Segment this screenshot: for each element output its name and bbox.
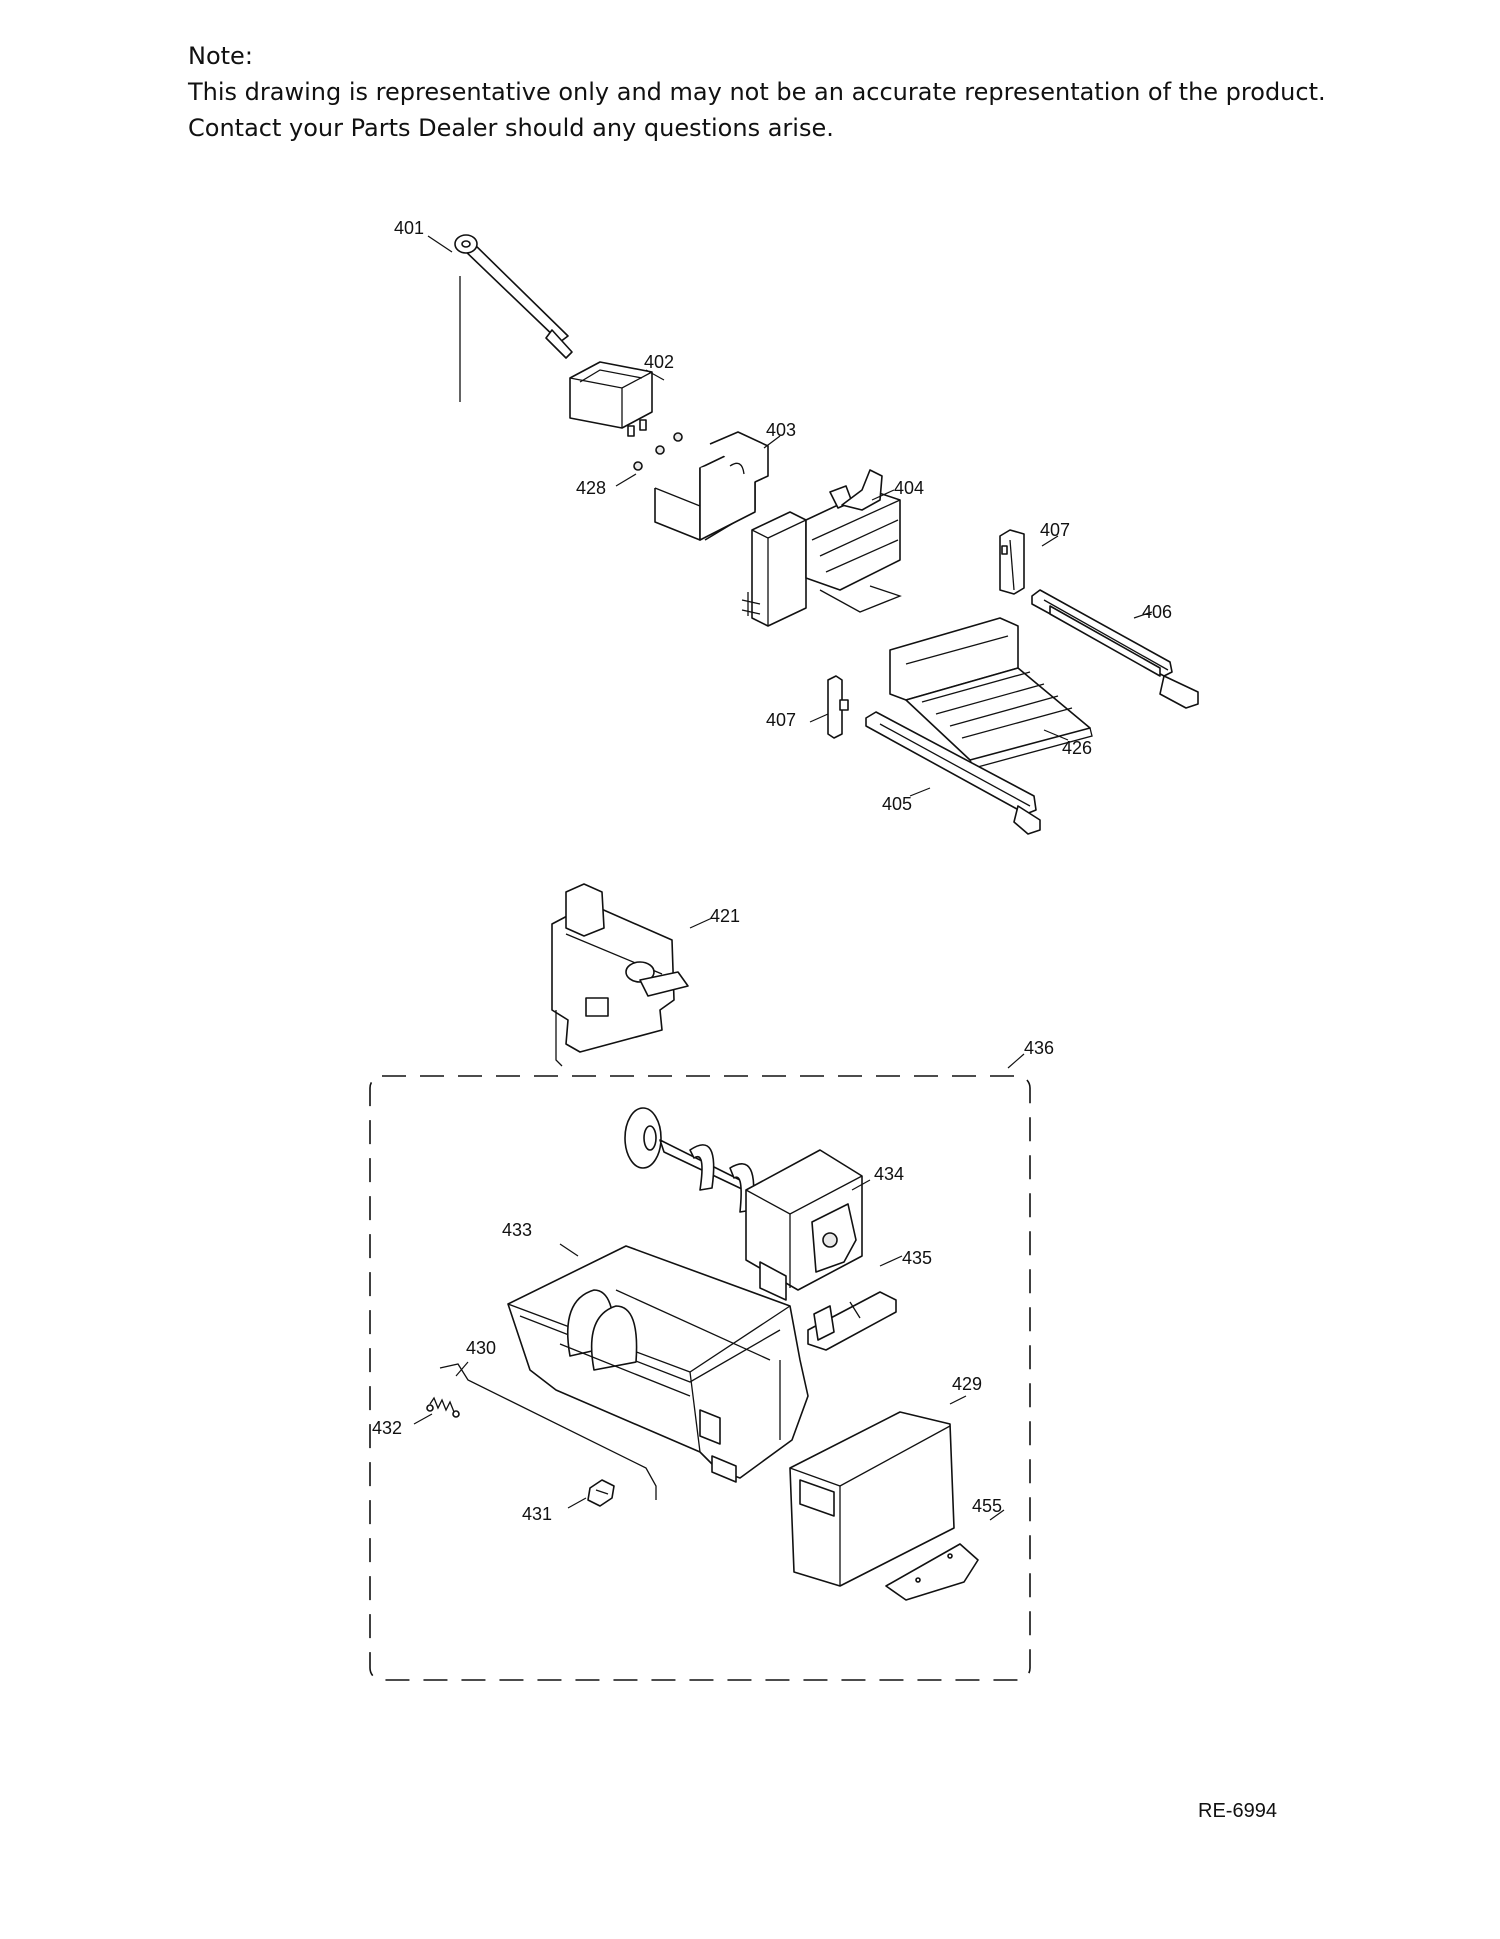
part-407-clip-lower — [827, 675, 849, 739]
callout-407-upper: 407 — [1040, 520, 1070, 540]
part-405-rail — [865, 711, 1041, 835]
part-403-bracket — [654, 431, 769, 541]
callout-404: 404 — [894, 478, 924, 498]
part-401-fill-tube — [454, 234, 573, 402]
part-432-spring — [426, 1396, 460, 1418]
note-heading: Note: — [188, 42, 253, 70]
note-line-1: This drawing is representative only and … — [188, 78, 1326, 106]
part-434-auger-housing — [624, 1107, 863, 1301]
part-406-rail — [1031, 589, 1199, 709]
callout-432: 432 — [372, 1418, 402, 1438]
callout-435: 435 — [902, 1248, 932, 1268]
callout-403: 403 — [766, 420, 796, 440]
callout-430: 430 — [466, 1338, 496, 1358]
part-402-fill-cup — [569, 361, 653, 437]
callout-421: 421 — [710, 906, 740, 926]
callout-434: 434 — [874, 1164, 904, 1184]
part-435-bracket — [807, 1291, 897, 1351]
part-426-shelf — [889, 617, 1093, 769]
part-428-nuts — [633, 432, 683, 471]
part-455-plate — [885, 1543, 979, 1601]
callout-407-lower: 407 — [766, 710, 796, 730]
callout-455: 455 — [972, 1496, 1002, 1516]
note-line-2: Contact your Parts Dealer should any que… — [188, 114, 834, 142]
callout-405: 405 — [882, 794, 912, 814]
part-407-clip-upper — [999, 529, 1025, 595]
assembly-436-boundary — [369, 1075, 1031, 1681]
callout-426: 426 — [1062, 738, 1092, 758]
document-id: RE-6994 — [1198, 1800, 1277, 1822]
callout-433: 433 — [502, 1220, 532, 1240]
leader-lines — [413, 235, 1153, 1521]
callout-401: 401 — [394, 218, 424, 238]
callout-428: 428 — [576, 478, 606, 498]
part-431-clip — [587, 1479, 615, 1507]
callout-402: 402 — [644, 352, 674, 372]
part-430-rod — [439, 1363, 657, 1500]
callout-431: 431 — [522, 1504, 552, 1524]
part-404-ice-maker — [741, 469, 902, 627]
disclaimer-note: Note: This drawing is representative onl… — [188, 38, 1388, 146]
part-421-drive-motor — [551, 883, 689, 1067]
callout-406: 406 — [1142, 602, 1172, 622]
callout-436: 436 — [1024, 1038, 1054, 1058]
callout-429: 429 — [952, 1374, 982, 1394]
part-429-cover — [789, 1411, 955, 1587]
part-433-ice-bucket — [507, 1245, 809, 1483]
